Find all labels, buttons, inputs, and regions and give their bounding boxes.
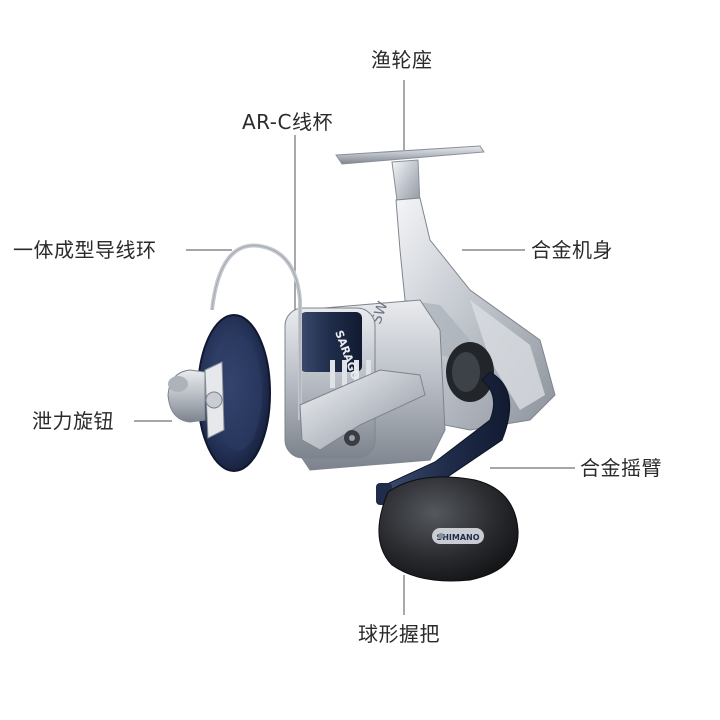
label-line-roller: 一体成型导线环 [13,238,157,262]
label-body: 合金机身 [531,238,613,262]
label-drag-knob: 泄力旋钮 [32,409,114,433]
label-handle-knob: 球形握把 [358,622,440,646]
label-handle-arm: 合金摇臂 [580,456,662,480]
label-reel-seat: 渔轮座 [371,48,433,72]
rotor-text: SW [369,299,392,326]
drag-disc [197,314,271,472]
brand-mark: SHIMANO [436,533,479,542]
label-spool: AR-C线杯 [242,110,333,134]
drag-knob [167,369,206,423]
bail-wire [210,243,302,420]
handle-knob: SHIMANO [378,476,519,582]
line-roller-arm [299,369,426,451]
